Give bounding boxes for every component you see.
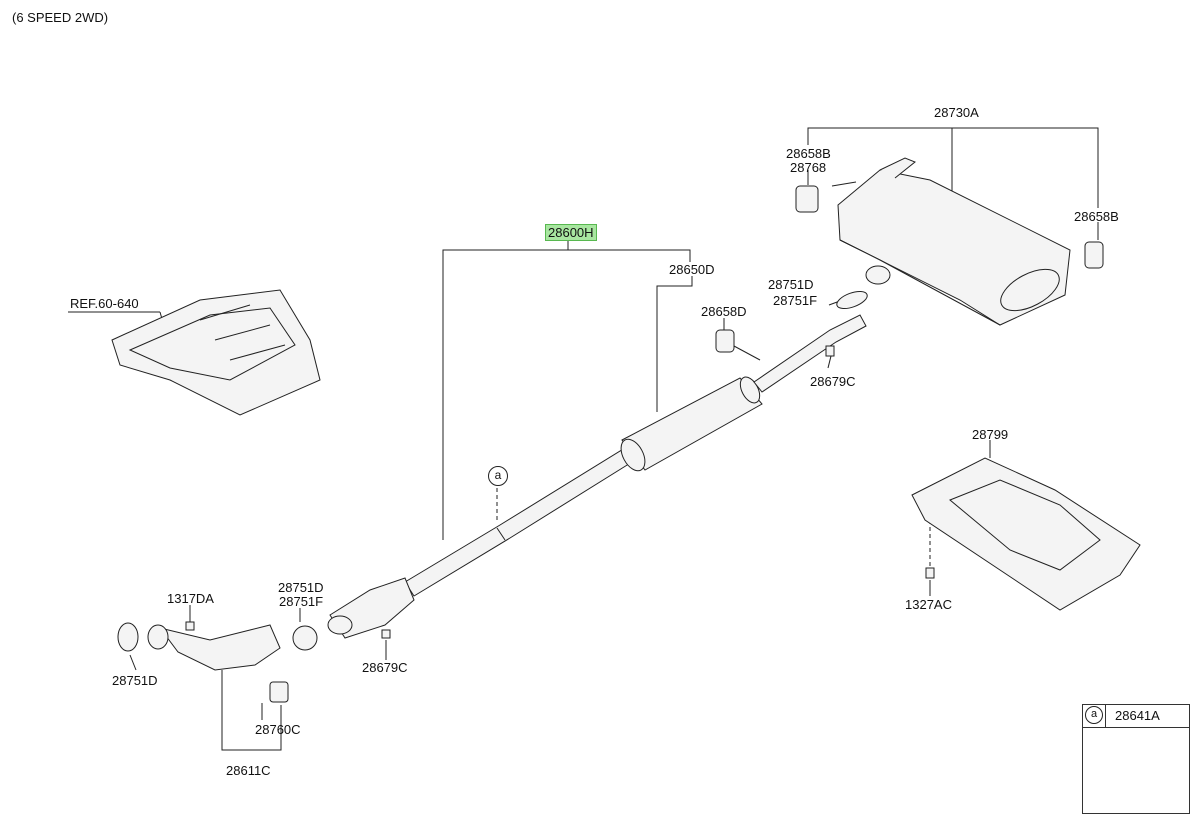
label-28751D-left[interactable]: 28751D — [112, 673, 158, 688]
diagram-title: (6 SPEED 2WD) — [12, 10, 109, 25]
label-28751F-mid[interactable]: 28751F — [279, 594, 324, 609]
front-pipe-assembly — [117, 621, 391, 703]
label-28768[interactable]: 28768 — [790, 160, 827, 175]
label-28760C[interactable]: 28760C — [255, 722, 301, 737]
label-28658B[interactable]: 28658B — [786, 146, 831, 161]
front-catalytic-converter — [327, 577, 415, 639]
label-28751D-mid[interactable]: 28751D — [278, 580, 324, 595]
label-28600H-selected[interactable]: 28600H — [545, 224, 597, 241]
label-28799[interactable]: 28799 — [972, 427, 1009, 442]
callout-a[interactable]: a — [488, 466, 508, 486]
rear-intermediate-pipe — [753, 314, 867, 393]
legend-part-number[interactable]: 28641A — [1115, 708, 1160, 723]
top-gaskets — [715, 181, 1104, 361]
label-28650D[interactable]: 28650D — [669, 262, 715, 277]
center-muffler — [620, 376, 763, 472]
legend-separator — [1105, 705, 1106, 727]
label-28611C[interactable]: 28611C — [226, 763, 271, 778]
label-28679C-mid[interactable]: 28679C — [362, 660, 408, 675]
label-28658B-right[interactable]: 28658B — [1074, 209, 1119, 224]
label-1327AC[interactable]: 1327AC — [905, 597, 952, 612]
legend-symbol: a — [1085, 706, 1103, 724]
label-28751F-top[interactable]: 28751F — [773, 293, 818, 308]
center-pipe — [404, 447, 633, 597]
main-muffler — [837, 157, 1071, 326]
label-1317DA[interactable]: 1317DA — [167, 591, 214, 606]
label-28658D[interactable]: 28658D — [701, 304, 747, 319]
label-28730A[interactable]: 28730A — [934, 105, 979, 120]
floor-heat-protector — [111, 289, 321, 416]
label-28751D-top[interactable]: 28751D — [768, 277, 814, 292]
legend-box: a 28641A — [1082, 704, 1190, 814]
rear-heat-shield — [911, 457, 1141, 611]
label-28679C-top[interactable]: 28679C — [810, 374, 856, 389]
legend-header: a 28641A — [1083, 705, 1189, 728]
label-ref-60-640[interactable]: REF.60-640 — [70, 296, 139, 311]
